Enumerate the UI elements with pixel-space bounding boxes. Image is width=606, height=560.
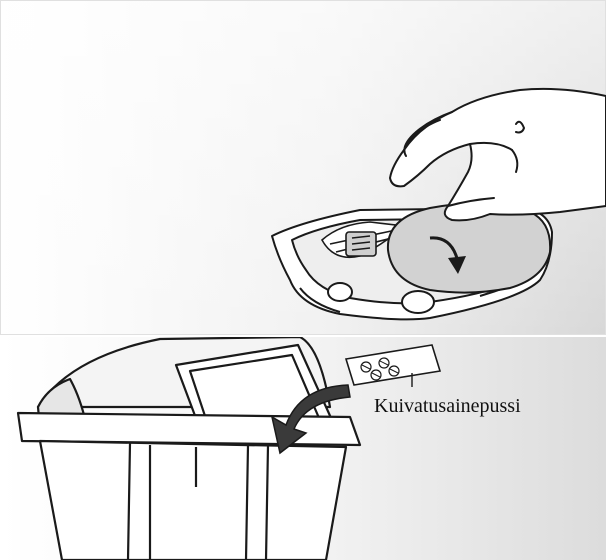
- desiccant-label: Kuivatusainepussi: [374, 396, 521, 416]
- tray-scene: [0, 0, 606, 335]
- bin-scene: [0, 337, 606, 560]
- illustration-top-panel: [0, 0, 606, 335]
- illustration-bottom-panel: [0, 337, 606, 560]
